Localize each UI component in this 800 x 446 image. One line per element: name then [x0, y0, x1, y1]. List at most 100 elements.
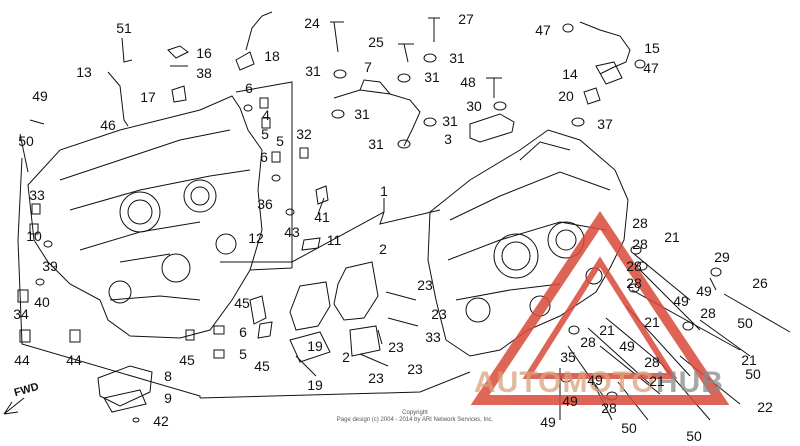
part-callout-24[interactable]: 24 [304, 15, 320, 31]
part-callout-37[interactable]: 37 [597, 116, 613, 132]
part-callout-3[interactable]: 3 [444, 131, 452, 147]
part-callout-28[interactable]: 28 [644, 354, 660, 370]
part-callout-22[interactable]: 22 [757, 399, 773, 415]
part-callout-17[interactable]: 17 [140, 89, 156, 105]
part-callout-18[interactable]: 18 [264, 48, 280, 64]
part-callout-39[interactable]: 39 [42, 258, 58, 274]
part-callout-1[interactable]: 1 [380, 183, 388, 199]
part-callout-15[interactable]: 15 [644, 40, 660, 56]
copyright-line: Copyright [402, 410, 428, 416]
part-callout-49[interactable]: 49 [673, 293, 689, 309]
part-callout-28[interactable]: 28 [626, 258, 642, 274]
part-callout-49[interactable]: 49 [696, 283, 712, 299]
part-callout-23[interactable]: 23 [388, 339, 404, 355]
part-callout-21[interactable]: 21 [741, 352, 757, 368]
part-callout-51[interactable]: 51 [116, 20, 132, 36]
part-callout-19[interactable]: 19 [307, 338, 323, 354]
part-callout-4[interactable]: 4 [262, 107, 270, 123]
part-callout-12[interactable]: 12 [248, 230, 264, 246]
part-callout-44[interactable]: 44 [66, 352, 82, 368]
part-callout-50[interactable]: 50 [745, 366, 761, 382]
part-callout-31[interactable]: 31 [305, 63, 321, 79]
part-callout-25[interactable]: 25 [368, 34, 384, 50]
part-callout-2[interactable]: 2 [342, 349, 350, 365]
part-callout-49[interactable]: 49 [587, 372, 603, 388]
part-callout-27[interactable]: 27 [458, 11, 474, 27]
part-callout-26[interactable]: 26 [752, 275, 768, 291]
part-callout-23[interactable]: 23 [431, 306, 447, 322]
part-callout-2[interactable]: 2 [379, 241, 387, 257]
part-callout-45[interactable]: 45 [179, 352, 195, 368]
watermark-brand-suffix: HUB [655, 366, 724, 399]
part-callout-30[interactable]: 30 [466, 98, 482, 114]
part-callout-34[interactable]: 34 [13, 306, 29, 322]
group-bracket [17, 81, 471, 399]
part-callout-40[interactable]: 40 [34, 294, 50, 310]
part-callout-48[interactable]: 48 [460, 74, 476, 90]
watermark-brand: AUTOMOTO [474, 366, 656, 399]
part-callout-13[interactable]: 13 [76, 64, 92, 80]
part-callout-20[interactable]: 20 [558, 88, 574, 104]
part-callout-23[interactable]: 23 [417, 277, 433, 293]
part-callout-6[interactable]: 6 [260, 149, 268, 165]
part-callout-23[interactable]: 23 [407, 361, 423, 377]
part-callout-5[interactable]: 5 [276, 133, 284, 149]
part-callout-49[interactable]: 49 [619, 338, 635, 354]
part-callout-21[interactable]: 21 [599, 322, 615, 338]
part-callout-28[interactable]: 28 [700, 305, 716, 321]
part-callout-50[interactable]: 50 [621, 420, 637, 436]
part-callout-11[interactable]: 11 [326, 232, 342, 248]
part-callout-49[interactable]: 49 [32, 88, 48, 104]
crank-journal-plate [333, 261, 379, 321]
part-callout-28[interactable]: 28 [632, 236, 648, 252]
part-callout-31[interactable]: 31 [449, 50, 465, 66]
oil-pan-cover [97, 365, 153, 407]
part-callout-50[interactable]: 50 [686, 428, 702, 444]
part-callout-47[interactable]: 47 [535, 22, 551, 38]
part-callout-6[interactable]: 6 [245, 80, 253, 96]
watermark-text: AUTOMOTOHUB [474, 366, 724, 400]
part-callout-43[interactable]: 43 [284, 224, 300, 240]
part-callout-42[interactable]: 42 [153, 413, 169, 429]
part-callout-7[interactable]: 7 [364, 59, 372, 75]
part-callout-31[interactable]: 31 [424, 69, 440, 85]
part-callout-45[interactable]: 45 [254, 358, 270, 374]
part-callout-46[interactable]: 46 [100, 117, 116, 133]
part-callout-23[interactable]: 23 [368, 370, 384, 386]
part-callout-6[interactable]: 6 [239, 324, 247, 340]
part-callout-9[interactable]: 9 [164, 390, 172, 406]
part-callout-41[interactable]: 41 [314, 209, 330, 225]
part-callout-33[interactable]: 33 [29, 187, 45, 203]
part-callout-10[interactable]: 10 [26, 228, 42, 244]
part-callout-28[interactable]: 28 [626, 275, 642, 291]
part-callout-8[interactable]: 8 [164, 368, 172, 384]
part-callout-32[interactable]: 32 [296, 126, 312, 142]
part-callout-28[interactable]: 28 [601, 400, 617, 416]
part-callout-44[interactable]: 44 [14, 352, 30, 368]
part-callout-38[interactable]: 38 [196, 65, 212, 81]
part-callout-47[interactable]: 47 [643, 60, 659, 76]
part-callout-49[interactable]: 49 [562, 393, 578, 409]
part-callout-31[interactable]: 31 [368, 136, 384, 152]
part-callout-31[interactable]: 31 [354, 106, 370, 122]
part-callout-45[interactable]: 45 [234, 295, 250, 311]
part-callout-36[interactable]: 36 [257, 196, 273, 212]
part-callout-14[interactable]: 14 [562, 66, 578, 82]
part-callout-28[interactable]: 28 [632, 215, 648, 231]
part-callout-28[interactable]: 28 [580, 334, 596, 350]
part-callout-5[interactable]: 5 [261, 126, 269, 142]
part-callout-21[interactable]: 21 [664, 229, 680, 245]
part-callout-16[interactable]: 16 [196, 45, 212, 61]
part-callout-21[interactable]: 21 [644, 314, 660, 330]
part-callout-49[interactable]: 49 [540, 414, 556, 430]
part-callout-19[interactable]: 19 [307, 377, 323, 393]
part-callout-50[interactable]: 50 [737, 315, 753, 331]
part-callout-33[interactable]: 33 [425, 329, 441, 345]
part-callout-50[interactable]: 50 [18, 133, 34, 149]
part-callout-29[interactable]: 29 [714, 249, 730, 265]
part-callout-35[interactable]: 35 [560, 349, 576, 365]
part-callout-5[interactable]: 5 [239, 346, 247, 362]
part-callout-31[interactable]: 31 [442, 113, 458, 129]
part-callout-21[interactable]: 21 [649, 373, 665, 389]
